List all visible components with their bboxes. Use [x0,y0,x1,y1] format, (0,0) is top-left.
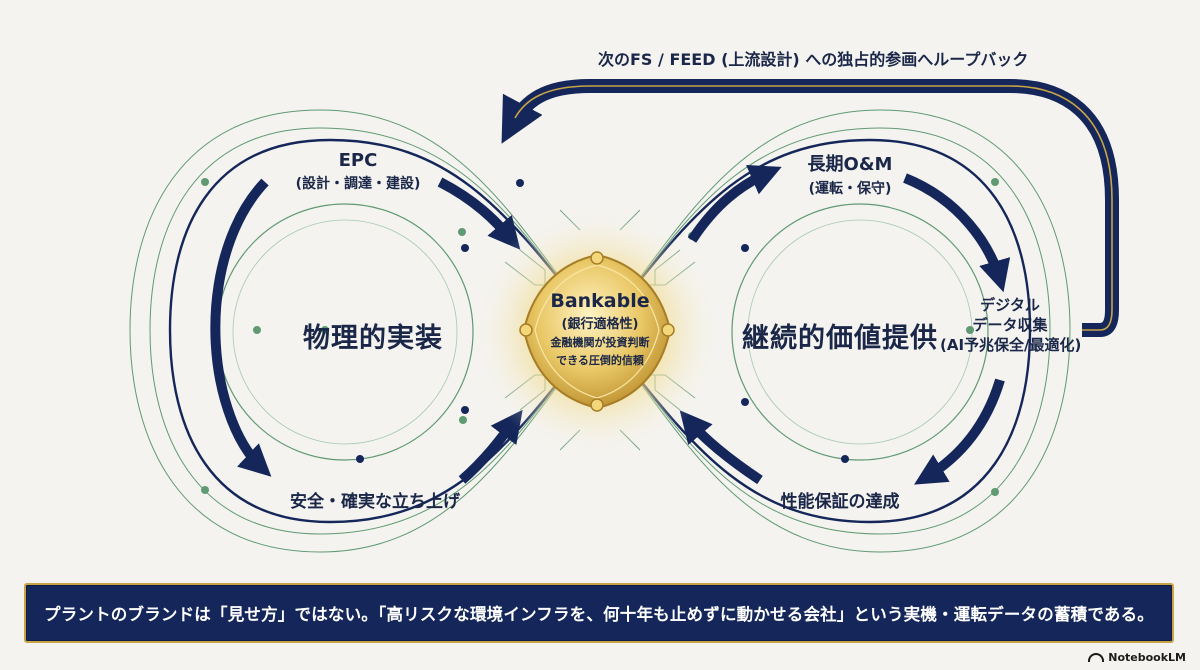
feedback-label: 次のFS / FEED (上流設計) への独占的参画へループバック [598,50,1029,69]
right-bottom-label: 性能保証の達成 [780,492,900,512]
left-bottom-label: 安全・確実な立ち上げ [290,492,460,512]
hub-desc-1: 金融機関が投資判断 [550,336,650,349]
direction-arrows [210,164,1011,485]
epc-subtitle: (設計・調達・建設) [295,176,421,192]
digital-label: デジタル データ収集 (AI予兆保全/最適化) [940,295,1082,355]
brand-name: NotebookLM [1108,651,1186,664]
hub-subtitle: (銀行適格性) [561,317,639,332]
digital-line-2: データ収集 [972,316,1048,334]
hub-title: Bankable [550,290,650,312]
digital-line-3: (AI予兆保全/最適化) [940,336,1082,354]
arrow-left-down [210,178,272,477]
arrow-bottom-to-hub [679,410,763,485]
arrow-right-down [903,173,1011,293]
om-subtitle: (運転・保守) [808,181,892,197]
digital-line-1: デジタル [980,296,1040,314]
right-center-label: 継続的価値提供 [742,323,938,354]
om-title: 長期O&M [807,154,893,175]
message-banner: プラントのブランドは「見せ方」ではない。「高リスクな環境インフラを、何十年も止め… [24,583,1174,643]
om-label: 長期O&M (運転・保守) [780,150,920,198]
arrow-hub-to-om [687,164,782,243]
brand-watermark: NotebookLM [1088,651,1186,664]
notebook-logo-icon [1088,653,1105,662]
banner-text: プラントのブランドは「見せ方」ではない。「高リスクな環境インフラを、何十年も止め… [44,605,1154,624]
arrow-right-lower [914,378,1005,485]
epc-title: EPC [338,150,378,171]
feedback-arrow-gold-line [514,85,1113,331]
arrow-epc-to-hub [437,177,521,250]
epc-label: EPC (設計・調達・建設) [288,150,428,193]
hub-text: Bankable (銀行適格性) 金融機関が投資判断 できる圧倒的信頼 [520,290,680,368]
hub-medallion [519,251,675,412]
arrow-left-up-to-hub [458,409,523,484]
hub-desc-2: できる圧倒的信頼 [556,354,644,367]
left-center-label: 物理的実装 [303,323,443,354]
